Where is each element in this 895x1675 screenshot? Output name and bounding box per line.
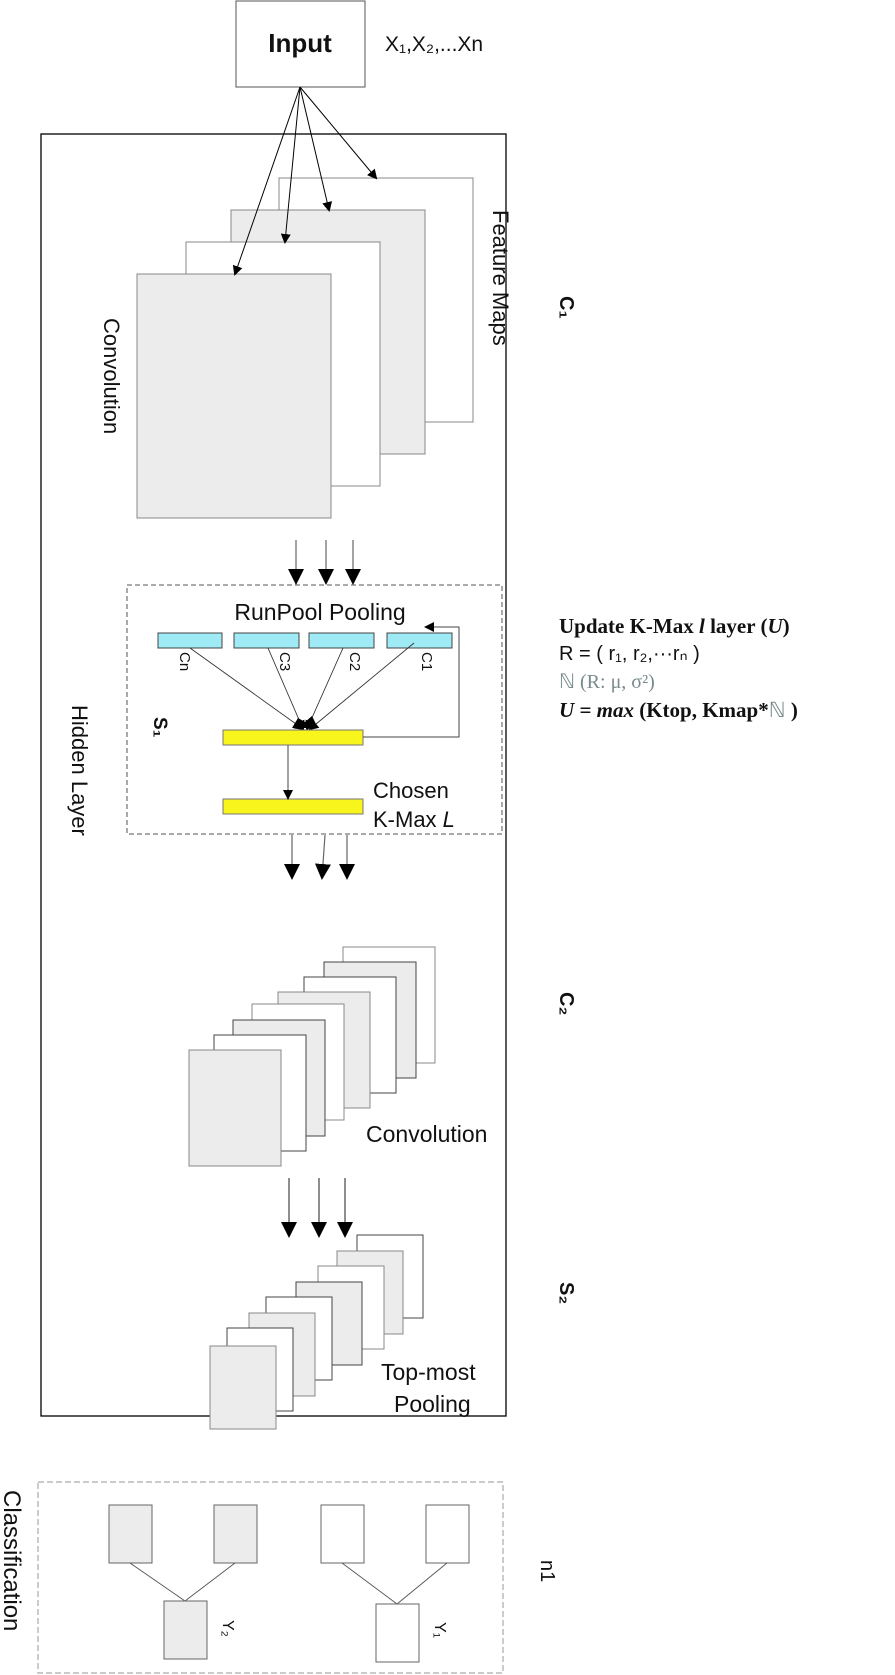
channel-bar-cn: [157, 632, 223, 649]
input-label: Input: [268, 28, 332, 58]
hidden-layer-label: Hidden Layer: [67, 705, 92, 836]
u-definition: U = max (Ktop, Kmap*ℕ ): [559, 698, 798, 722]
arrows-to-c2: [284, 834, 355, 880]
output-label-y1: Y₁: [431, 1622, 448, 1638]
stage-label-n1: n1: [536, 1560, 558, 1582]
feature-maps-stack-c1: [136, 177, 474, 519]
channel-bar-c3: [233, 632, 300, 649]
channel-converge-lines: [189, 642, 415, 731]
runpool-title: RunPool Pooling: [234, 599, 405, 625]
input-variables: X₁,X₂,...Xn: [385, 33, 483, 56]
runpool-box: [126, 584, 503, 835]
chosen-kmax-bar: [222, 798, 364, 815]
channel-label-c2: C2: [346, 652, 363, 671]
arrows-to-s2: [281, 1178, 353, 1238]
runpool-channels: [157, 632, 453, 649]
output-tree-y1: [320, 1504, 470, 1663]
chosen-label-line1: Chosen: [373, 778, 449, 803]
stage-label-s1: S₁: [149, 717, 170, 738]
convolution-label-c1: Convolution: [99, 318, 124, 434]
stage-label-c2: C₂: [555, 992, 577, 1015]
topmost-label-line1: Top-most: [381, 1359, 476, 1385]
topmost-label-line2: Pooling: [394, 1391, 471, 1417]
feature-maps-label: Feature Maps: [488, 210, 513, 346]
feature-map: [136, 273, 332, 519]
channel-bar-c1: [386, 632, 453, 649]
stage-label-s2: S₂: [555, 1282, 577, 1304]
output-tree-y2: [108, 1504, 258, 1660]
stage-label-c1: C₁: [555, 296, 577, 319]
feature-maps-stack-c2: [188, 946, 436, 1167]
update-formula-title: Update K-Max l layer (U): [559, 614, 790, 638]
classification-box: [37, 1481, 504, 1674]
input-node: Input: [235, 0, 366, 88]
channel-label-c1: C1: [418, 652, 435, 671]
input-arrows: [232, 86, 378, 276]
feature-maps-stack-s2: [209, 1234, 424, 1430]
classification-label: Classification: [0, 1490, 25, 1631]
channel-label-c3: C3: [276, 652, 293, 671]
arrows-to-runpool: [288, 540, 361, 585]
convolution-label-c2: Convolution: [366, 1121, 487, 1147]
r-definition: R = ( r₁, r₂,···rₙ ): [559, 643, 700, 665]
normal-distribution-definition: ℕ (R: μ, σ²): [559, 671, 655, 693]
channel-label-cn: Cn: [176, 652, 193, 671]
output-label-y2: Y₂: [219, 1620, 236, 1637]
kmax-bar: [222, 729, 364, 746]
feedback-loop-arrow: [363, 622, 460, 738]
channel-bar-c2: [308, 632, 375, 649]
merge-burst-icon: [292, 716, 318, 728]
